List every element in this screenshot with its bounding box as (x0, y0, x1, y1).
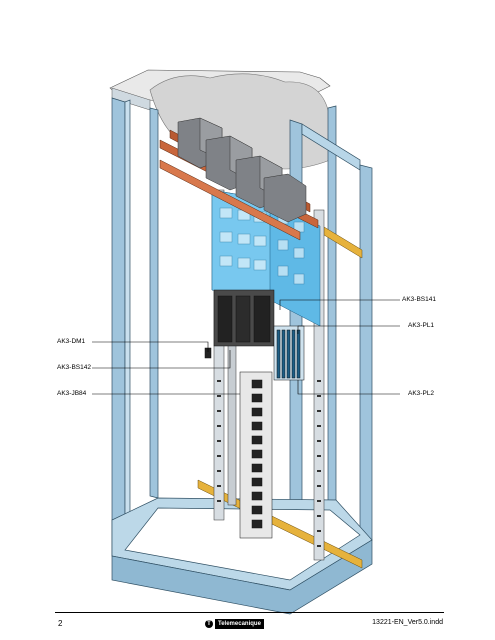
page-number: 2 (58, 619, 63, 628)
leader-bs141 (279, 299, 400, 310)
busbar-support-brackets (177, 117, 307, 223)
footer-rule (55, 612, 444, 613)
leader-bs142 (92, 350, 231, 369)
label-bs141: AK3-BS141 (402, 296, 436, 303)
callout-leader-lines (92, 299, 400, 395)
leader-dm1 (92, 341, 209, 352)
label-jb84: AK3-JB84 (57, 390, 87, 397)
label-bs142: AK3-BS142 (57, 364, 91, 371)
terminal-strip (239, 371, 273, 539)
brand-logo: T Telemecanique (205, 618, 264, 629)
cabinet-frame (111, 97, 373, 615)
label-pl1: AK3-PL1 (408, 322, 435, 329)
document-reference: 13221-EN_Ver5.0.indd (372, 619, 443, 626)
leader-pl2 (297, 380, 400, 395)
brand-mark-icon: T (205, 619, 213, 628)
brand-name: Telemecanique (215, 618, 264, 629)
label-pl2: AK3-PL2 (408, 390, 435, 397)
label-dm1: AK3-DM1 (57, 338, 86, 345)
distribution-blocks (204, 289, 305, 381)
leader-pl1 (297, 325, 400, 334)
